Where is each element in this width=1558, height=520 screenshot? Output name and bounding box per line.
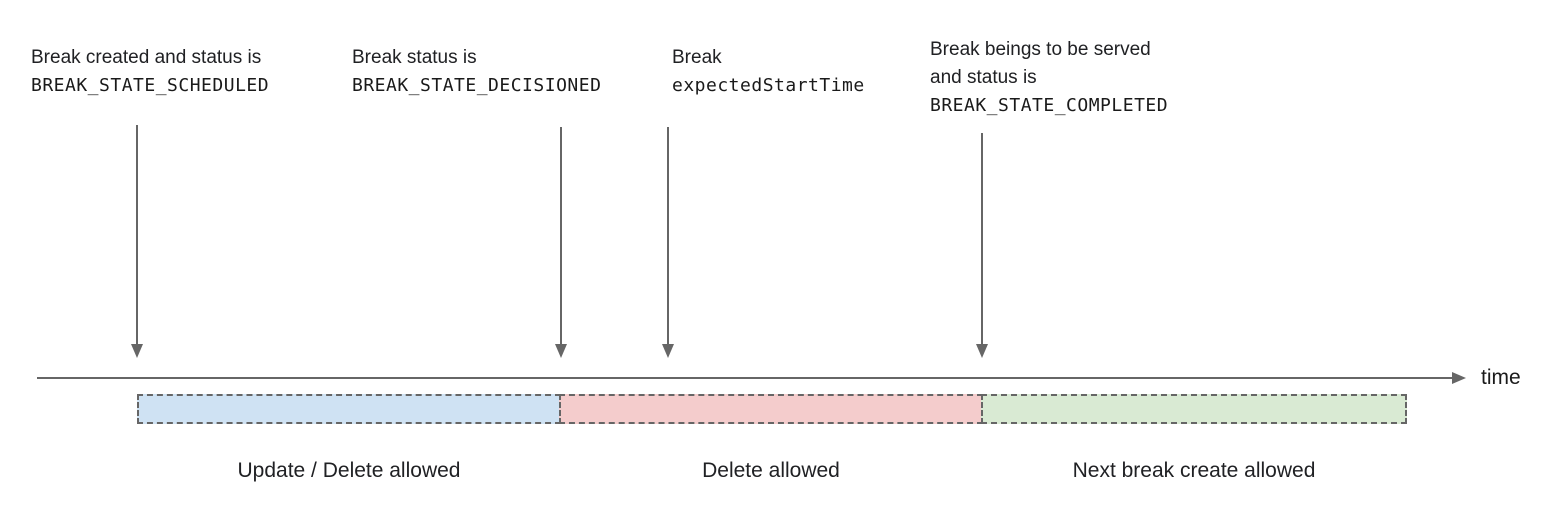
time-axis-label: time — [1481, 366, 1521, 389]
annotation-text: Break — [672, 47, 722, 68]
down-arrow-break-completed — [976, 133, 988, 358]
time-axis-arrow — [37, 372, 1466, 384]
down-arrow-break-created — [131, 125, 143, 358]
segment-label-update-delete: Update / Delete allowed — [237, 459, 461, 482]
annotation-text: Break beings to be served and status is — [930, 39, 1151, 88]
annotation-break-completed: Break beings to be served and status is … — [930, 36, 1168, 120]
annotation-code: BREAK_STATE_SCHEDULED — [31, 75, 270, 96]
annotation-code: expectedStartTime — [672, 75, 865, 96]
segment-update-delete-allowed — [137, 394, 561, 424]
annotation-expected-start-time: Break expectedStartTime — [672, 44, 865, 100]
annotation-code: BREAK_STATE_DECISIONED — [352, 75, 602, 96]
annotation-break-created: Break created and status is BREAK_STATE_… — [31, 44, 269, 100]
segment-label-delete: Delete allowed — [702, 459, 840, 482]
annotation-text: Break status is — [352, 47, 477, 68]
segment-label-next-break-create: Next break create allowed — [1072, 459, 1316, 482]
annotation-code: BREAK_STATE_COMPLETED — [930, 95, 1169, 116]
down-arrow-expected-start-time — [662, 127, 674, 358]
annotation-text: Break created and status is — [31, 47, 262, 68]
annotation-break-decisioned: Break status is BREAK_STATE_DECISIONED — [352, 44, 601, 100]
down-arrow-break-decisioned — [555, 127, 567, 358]
segment-next-break-create-allowed — [981, 394, 1407, 424]
segment-delete-allowed — [559, 394, 983, 424]
